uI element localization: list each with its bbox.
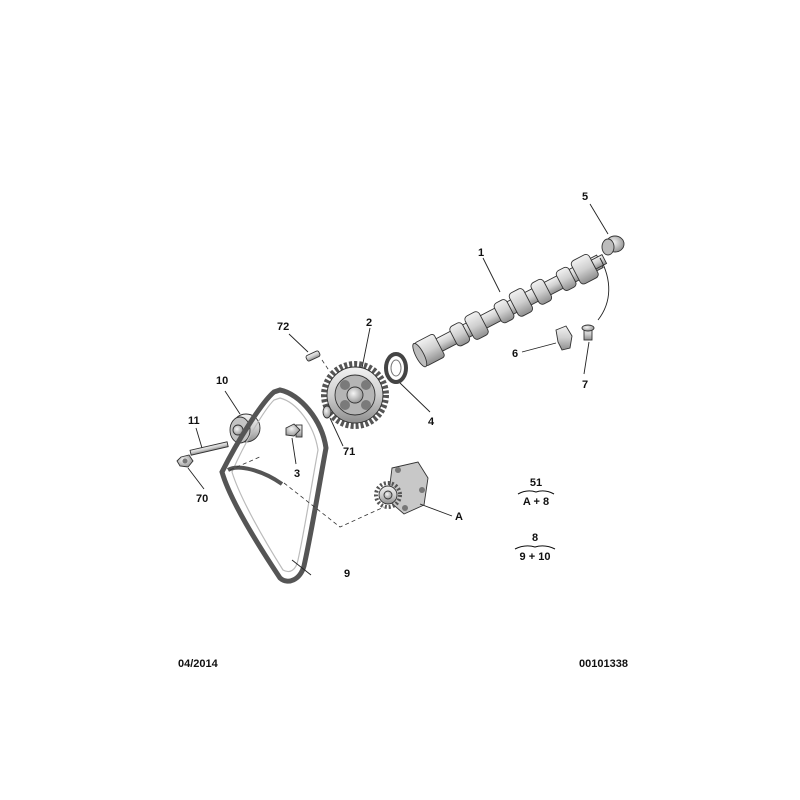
kit-2-number: 8 [532, 532, 538, 544]
callout-7: 7 [582, 379, 588, 391]
callout-11: 11 [188, 415, 200, 427]
footer-reference: 00101338 [579, 658, 628, 670]
timing-belt [219, 387, 329, 584]
kit-2-contents: 9 + 10 [520, 551, 551, 563]
washer [322, 405, 332, 419]
camshaft-sprocket [321, 361, 389, 429]
callout-9: 9 [344, 568, 350, 580]
callout-10: 10 [216, 375, 228, 387]
dowel-pin [305, 350, 321, 362]
callout-4: 4 [428, 416, 435, 428]
assembly-line-pump [283, 482, 385, 528]
assembly-line-pin [321, 359, 331, 373]
callout-70: 70 [196, 493, 208, 505]
screw [285, 423, 303, 438]
callout-A: A [455, 511, 463, 523]
kit-1-number: 51 [530, 477, 542, 489]
water-pump [374, 461, 429, 515]
camshaft [412, 253, 608, 368]
kit-1-contents: A + 8 [523, 496, 549, 508]
callout-3: 3 [294, 468, 300, 480]
assembly-line-roller [229, 455, 263, 471]
adjuster-screw [581, 324, 595, 341]
callout-6: 6 [512, 348, 518, 360]
footer-date: 04/2014 [178, 658, 219, 670]
callout-5: 5 [582, 191, 588, 203]
kit-group-2: 8 9 + 10 [514, 532, 556, 563]
leader-lines [187, 203, 609, 576]
callout-72: 72 [277, 321, 289, 333]
camshaft-plug [601, 235, 625, 256]
callout-71: 71 [343, 446, 355, 458]
oil-seal [384, 352, 408, 384]
callout-1: 1 [478, 247, 484, 259]
kit-group-1: 51 A + 8 [517, 477, 555, 508]
rocker-arm [555, 325, 573, 351]
stud [189, 441, 229, 456]
callout-2: 2 [366, 317, 372, 329]
nut [176, 454, 194, 468]
